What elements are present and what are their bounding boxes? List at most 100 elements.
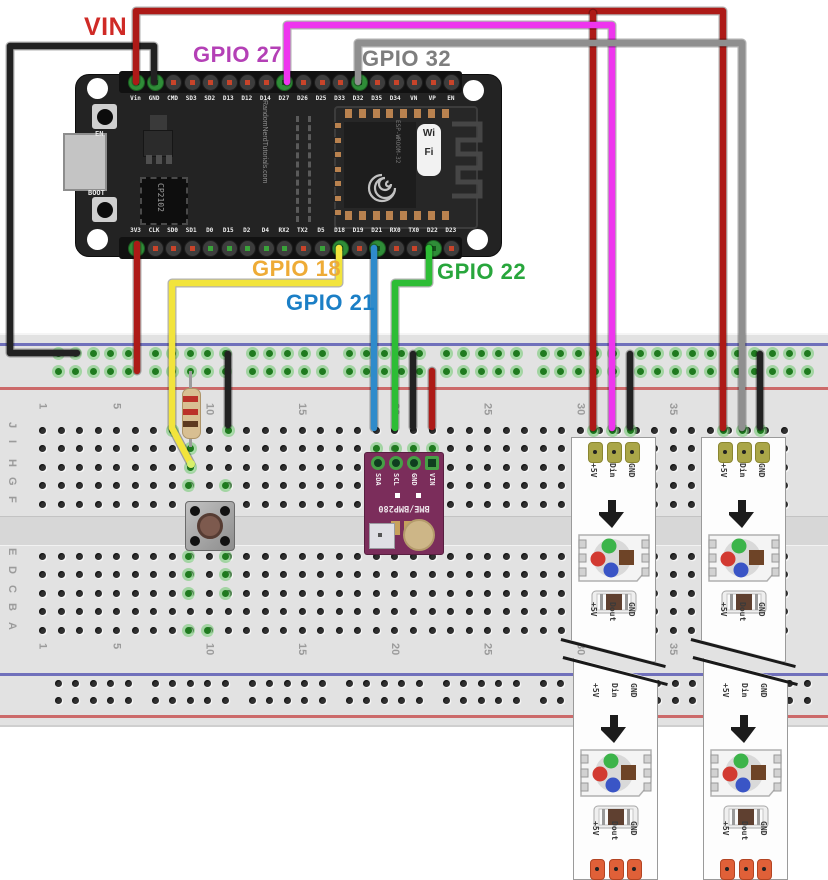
breadboard-rail-hole xyxy=(318,679,326,687)
esp32-pin[interactable] xyxy=(387,240,405,257)
esp32-pin[interactable] xyxy=(128,74,145,91)
breadboard-hole xyxy=(39,481,46,489)
breadboard-hole-connected xyxy=(428,444,436,452)
wire-label-vin[interactable]: VIN xyxy=(84,13,128,41)
esp32-pin[interactable] xyxy=(350,74,368,91)
breadboard-rail-hole xyxy=(803,349,811,357)
en-button[interactable] xyxy=(92,104,117,129)
breadboard-hole xyxy=(410,607,417,615)
esp32-pin[interactable] xyxy=(146,74,164,91)
breadboard-hole xyxy=(280,626,288,634)
breadboard-hole xyxy=(57,463,65,471)
breadboard-hole xyxy=(131,481,139,489)
breadboard-hole xyxy=(150,463,158,471)
regulator-leg xyxy=(166,155,172,164)
esp32-pin[interactable] xyxy=(369,240,387,257)
breadboard-hole xyxy=(447,444,455,452)
sensor-metal-ring xyxy=(403,519,435,551)
pin-center xyxy=(189,246,195,251)
smd-resistor xyxy=(723,805,769,829)
breadboard-rail-hole xyxy=(380,679,388,687)
pushbutton[interactable] xyxy=(185,501,235,551)
pin-center xyxy=(338,246,344,251)
esp32-pin[interactable] xyxy=(332,74,350,91)
esp32-pin[interactable] xyxy=(146,240,164,257)
esp32-pin[interactable] xyxy=(128,240,145,257)
esp32-pin[interactable] xyxy=(165,240,183,257)
breadboard-rail-hole xyxy=(204,679,211,687)
breadboard-rail-hole xyxy=(107,696,114,704)
strip-pin-label: Din xyxy=(738,463,747,478)
breadboard-hole xyxy=(465,570,473,578)
wire-label-gpio18[interactable]: GPIO 18 xyxy=(252,256,342,281)
module-side-pad xyxy=(334,194,342,202)
esp32-pin[interactable] xyxy=(257,74,275,91)
esp32-pin[interactable] xyxy=(183,240,201,257)
breadboard-rail-hole xyxy=(266,696,273,704)
esp32-pin[interactable] xyxy=(220,240,238,257)
wire-label-gpio27[interactable]: GPIO 27 xyxy=(193,42,283,67)
wire-label-gpio32[interactable]: GPIO 32 xyxy=(362,46,452,71)
esp32-pin-label: TX2 xyxy=(297,227,308,234)
esp32-pin[interactable] xyxy=(220,74,238,91)
breadboard-hole xyxy=(484,463,492,471)
breadboard-hole xyxy=(428,589,436,597)
breadboard-rail-hole xyxy=(89,696,97,704)
breadboard-row-letter: D xyxy=(6,566,18,574)
esp32-pin[interactable] xyxy=(332,240,350,257)
wire-label-gpio22[interactable]: GPIO 22 xyxy=(437,259,527,284)
esp32-pin-label: VN xyxy=(410,95,418,102)
breadboard-hole xyxy=(335,626,343,634)
module-pad xyxy=(413,108,422,119)
breadboard-rail-hole xyxy=(786,349,793,357)
esp32-pin[interactable] xyxy=(257,240,275,257)
breadboard-hole xyxy=(39,589,46,597)
button-cap[interactable] xyxy=(197,513,223,539)
breadboard-rail-hole xyxy=(301,696,308,704)
ws2812b-led xyxy=(580,749,652,797)
esp32-pin[interactable] xyxy=(294,74,312,91)
esp32-pin-label: D23 xyxy=(445,227,457,234)
esp32-pin-label: GND xyxy=(148,95,160,102)
esp32-pin[interactable] xyxy=(424,240,442,257)
esp32-pin-label: D18 xyxy=(334,227,345,234)
breadboard-rail-hole xyxy=(186,679,194,687)
breadboard-hole xyxy=(113,426,121,434)
breadboard-hole xyxy=(669,552,677,560)
strip-pin-label: GND xyxy=(759,683,768,698)
module-pad xyxy=(440,210,450,221)
bme280-sensor[interactable]: SDA SCL GND VIN BME/BMP280 xyxy=(364,452,444,555)
breadboard-hole xyxy=(298,589,306,597)
breadboard-rail-hole xyxy=(124,679,132,687)
pad-dot xyxy=(762,867,766,871)
breadboard-rail-hole xyxy=(72,367,79,375)
esp32-pin[interactable] xyxy=(313,240,331,257)
esp32-pin[interactable] xyxy=(350,240,368,257)
boot-button[interactable] xyxy=(92,197,117,222)
esp32-pin[interactable] xyxy=(165,74,183,91)
breadboard-hole xyxy=(39,463,46,471)
resistor-band-2 xyxy=(183,409,198,415)
esp32-pin[interactable] xyxy=(424,74,442,91)
esp32-pin[interactable] xyxy=(294,240,312,257)
breadboard-hole xyxy=(76,589,84,597)
pad-dot xyxy=(594,867,599,871)
breadboard-row-letter: H xyxy=(6,459,18,467)
breadboard-hole xyxy=(372,607,380,615)
pin-center xyxy=(300,80,306,85)
esp32-pin[interactable] xyxy=(387,74,405,91)
pin-center xyxy=(282,80,288,85)
breadboard-hole xyxy=(168,552,176,560)
strip-solder-pad xyxy=(719,859,735,880)
esp32-pin[interactable] xyxy=(313,74,331,91)
resistor[interactable] xyxy=(182,388,201,439)
breadboard-hole xyxy=(76,607,84,615)
esp32-pin[interactable] xyxy=(369,74,387,91)
esp32-pin[interactable] xyxy=(183,74,201,91)
wire-label-gpio21[interactable]: GPIO 21 xyxy=(286,290,376,315)
breadboard-rail-hole xyxy=(54,696,62,704)
